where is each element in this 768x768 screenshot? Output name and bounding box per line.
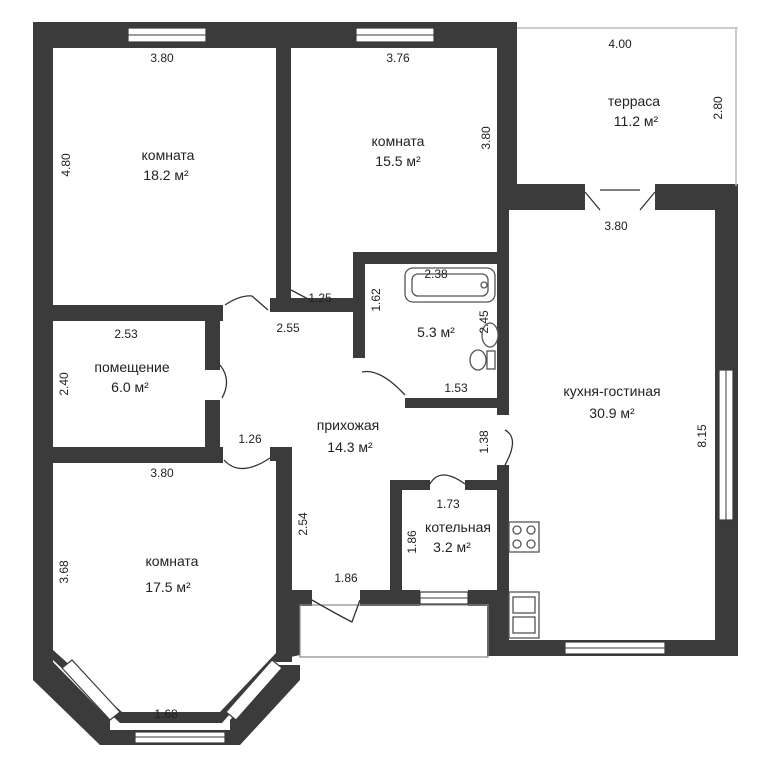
boiler-name: котельная bbox=[425, 519, 491, 535]
wall-kitchen-left-lower bbox=[497, 465, 509, 605]
door-terrace bbox=[584, 189, 656, 211]
hall-area: 14.3 м² bbox=[327, 439, 373, 455]
porch-outline bbox=[299, 604, 489, 658]
wall-terrace-left bbox=[497, 22, 517, 192]
wall-storage-right bbox=[205, 310, 220, 370]
burner-4 bbox=[526, 539, 536, 549]
wall-hall-bottom-right bbox=[468, 590, 508, 606]
terrace-name: терраса bbox=[608, 93, 660, 109]
dim-hall-left: 1.26 bbox=[238, 432, 262, 446]
wall-hall-bottom-left bbox=[292, 590, 312, 606]
kitchen-sink-bowl-1 bbox=[512, 596, 536, 614]
kitchen-name: кухня-гостиная bbox=[563, 383, 660, 399]
door-entrance bbox=[311, 599, 361, 623]
kitchen-sink-bowl-2 bbox=[512, 616, 536, 634]
wall-boiler-top bbox=[390, 480, 430, 490]
boiler-area: 3.2 м² bbox=[433, 539, 471, 555]
room-labels: комната 18.2 м² комната 15.5 м² терраса … bbox=[94, 93, 660, 595]
terrace-area: 11.2 м² bbox=[614, 113, 659, 129]
wall-kitchen-left-upper bbox=[497, 200, 509, 415]
burner-3 bbox=[512, 539, 522, 549]
wall-room1-bottom-right bbox=[270, 298, 360, 312]
stove-icon bbox=[508, 521, 540, 553]
room2-area: 15.5 м² bbox=[375, 153, 421, 169]
door-room2 bbox=[290, 289, 311, 301]
door-room3 bbox=[223, 457, 271, 470]
burner-2 bbox=[526, 525, 536, 535]
dim-boiler-width: 1.73 bbox=[436, 497, 460, 511]
wall-bath-top bbox=[353, 252, 503, 264]
room1-name: комната bbox=[142, 147, 195, 163]
dim-terrace-height: 2.80 bbox=[711, 96, 725, 120]
dim-bath-width: 2.38 bbox=[424, 267, 448, 281]
bathtub-drain-icon bbox=[480, 281, 488, 289]
wall-storage-bottom bbox=[33, 447, 223, 463]
dim-room2-height: 3.80 bbox=[479, 126, 493, 150]
storage-area: 6.0 м² bbox=[111, 379, 149, 395]
hall-name: прихожая bbox=[317, 417, 379, 433]
dim-corridor-top: 1.25 bbox=[308, 291, 332, 305]
dim-kitchen-top: 3.80 bbox=[604, 219, 628, 233]
room3-area: 17.5 м² bbox=[145, 579, 191, 595]
burner-1 bbox=[512, 525, 522, 535]
wall-hall-bottom bbox=[360, 590, 420, 606]
wall-outer-left bbox=[33, 22, 53, 662]
wall-outer-top bbox=[33, 22, 517, 48]
windows bbox=[61, 27, 738, 744]
dim-bath-bottom: 1.53 bbox=[444, 381, 468, 395]
dim-room3-bottom: 1.68 bbox=[154, 707, 178, 721]
wall-room1-room2 bbox=[276, 22, 291, 305]
dim-hall-bottom: 1.86 bbox=[334, 571, 358, 585]
dim-bath-height-right: 2.45 bbox=[477, 310, 491, 334]
bathroom-area: 5.3 м² bbox=[417, 324, 455, 340]
door-kitchen bbox=[504, 429, 514, 466]
door-bathroom bbox=[361, 370, 406, 396]
wall-storage-right-low bbox=[205, 400, 220, 455]
dim-kitchen-height: 8.15 bbox=[695, 424, 709, 448]
dimension-labels: 3.80 4.80 3.76 3.80 4.00 2.80 3.80 8.15 … bbox=[57, 37, 725, 721]
wall-room3-right bbox=[276, 447, 292, 662]
wall-boiler-top-right bbox=[465, 480, 505, 490]
dim-room1-width: 3.80 bbox=[150, 51, 174, 65]
dim-terrace-width: 4.00 bbox=[608, 37, 632, 51]
dim-hall-lower: 2.54 bbox=[296, 512, 310, 536]
room1-area: 18.2 м² bbox=[143, 167, 189, 183]
wall-terrace-bottom bbox=[497, 184, 585, 210]
dim-room3-width: 3.80 bbox=[150, 466, 174, 480]
wall-bath-left bbox=[353, 258, 365, 358]
dim-storage-width: 2.53 bbox=[114, 327, 138, 341]
dim-hall-top: 2.55 bbox=[276, 321, 300, 335]
wall-boiler-left bbox=[390, 480, 402, 605]
toilet-icon bbox=[469, 349, 487, 371]
sink-icon bbox=[481, 322, 499, 348]
door-storage bbox=[219, 364, 228, 399]
kitchen-area: 30.9 м² bbox=[589, 405, 635, 421]
wall-bay-outer bbox=[33, 650, 110, 745]
toilet-tank bbox=[486, 350, 496, 370]
door-room1 bbox=[224, 295, 269, 311]
dim-boiler-height: 1.86 bbox=[405, 530, 419, 554]
doors bbox=[219, 189, 656, 623]
room3-name: комната bbox=[146, 553, 199, 569]
bathtub-inner bbox=[411, 273, 489, 297]
wall-kitchen-bottom-left bbox=[487, 590, 509, 656]
window-room3-right bbox=[225, 659, 283, 721]
wall-bath-bottom bbox=[405, 398, 505, 408]
dim-room3-height: 3.68 bbox=[57, 560, 71, 584]
storage-name: помещение bbox=[94, 359, 169, 375]
wall-bay-outer-right bbox=[230, 665, 300, 745]
dim-storage-height: 2.40 bbox=[57, 372, 71, 396]
fixtures bbox=[404, 267, 540, 639]
dim-hall-right: 1.38 bbox=[477, 430, 491, 454]
dim-bath-height-left: 1.62 bbox=[369, 288, 383, 312]
door-boiler bbox=[429, 474, 466, 485]
wall-room1-bottom bbox=[33, 305, 223, 321]
window-room3-left bbox=[61, 659, 121, 721]
dim-room2-width: 3.76 bbox=[386, 51, 410, 65]
dim-room1-height: 4.80 bbox=[59, 153, 73, 177]
room2-name: комната bbox=[372, 133, 425, 149]
